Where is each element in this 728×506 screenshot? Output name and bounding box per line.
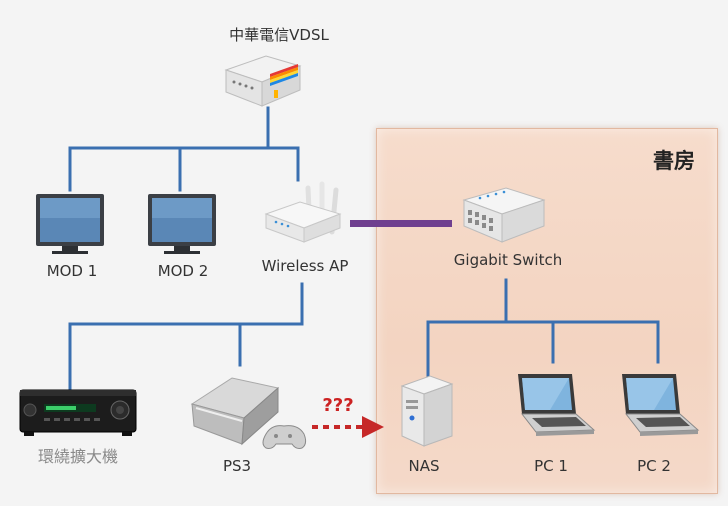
av-receiver-icon: [18, 386, 138, 438]
mod2-monitor-icon: [146, 192, 218, 256]
mod2-label: MOD 2: [157, 262, 209, 280]
pc2-laptop-icon: [614, 370, 700, 442]
unknown-connection-label: ???: [322, 395, 354, 416]
pc1-label: PC 1: [534, 457, 568, 475]
nas-label: NAS: [408, 457, 440, 475]
gigabit-switch-icon: [458, 184, 548, 248]
controller: [262, 425, 307, 449]
gigabit-switch-label: Gigabit Switch: [453, 251, 563, 269]
wireless-ap-label: Wireless AP: [261, 257, 349, 275]
ps3-label: PS3: [222, 457, 252, 475]
mod1-label: MOD 1: [46, 262, 98, 280]
vdsl-label: 中華電信VDSL: [229, 26, 329, 44]
pc1-laptop-icon: [510, 370, 596, 442]
receiver-label: 環繞擴大機: [37, 447, 119, 466]
ps3-console-icon: [186, 364, 308, 456]
mod1-monitor-icon: [34, 192, 106, 256]
wireless-ap-icon: [264, 180, 344, 252]
pc2-label: PC 2: [637, 457, 671, 475]
vdsl-modem-icon: [222, 52, 304, 110]
nas-server-icon: [396, 374, 458, 448]
room-title: 書房: [653, 149, 695, 173]
unknown-link-arrow: [312, 416, 384, 438]
wireless-link-bar: [350, 220, 452, 227]
